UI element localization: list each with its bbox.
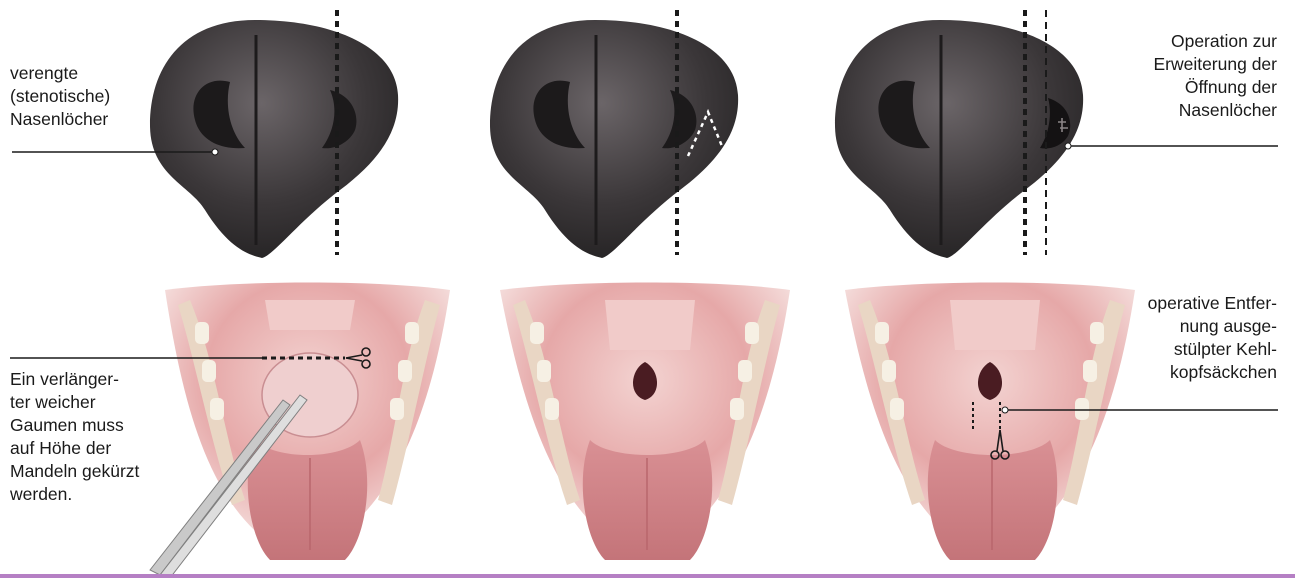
throat-shortened-palate: [500, 283, 790, 561]
label-laryngeal-saccules: operative Entfer- nung ausge- stülpter K…: [1148, 292, 1277, 384]
nose-after-surgery: [835, 20, 1083, 258]
nose-stenotic: [150, 20, 398, 258]
bottom-accent-rule: [0, 574, 1295, 578]
label-nostril-surgery: Operation zur Erweiterung der Öffnung de…: [1153, 30, 1277, 122]
label-stenotic-nostrils: verengte (stenotische) Nasenlöcher: [10, 62, 110, 131]
label-soft-palate: Ein verlänger- ter weicher Gaumen muss a…: [10, 368, 139, 506]
throat-saccule-removal: [845, 283, 1135, 561]
nose-wedge-resection: [490, 20, 738, 258]
